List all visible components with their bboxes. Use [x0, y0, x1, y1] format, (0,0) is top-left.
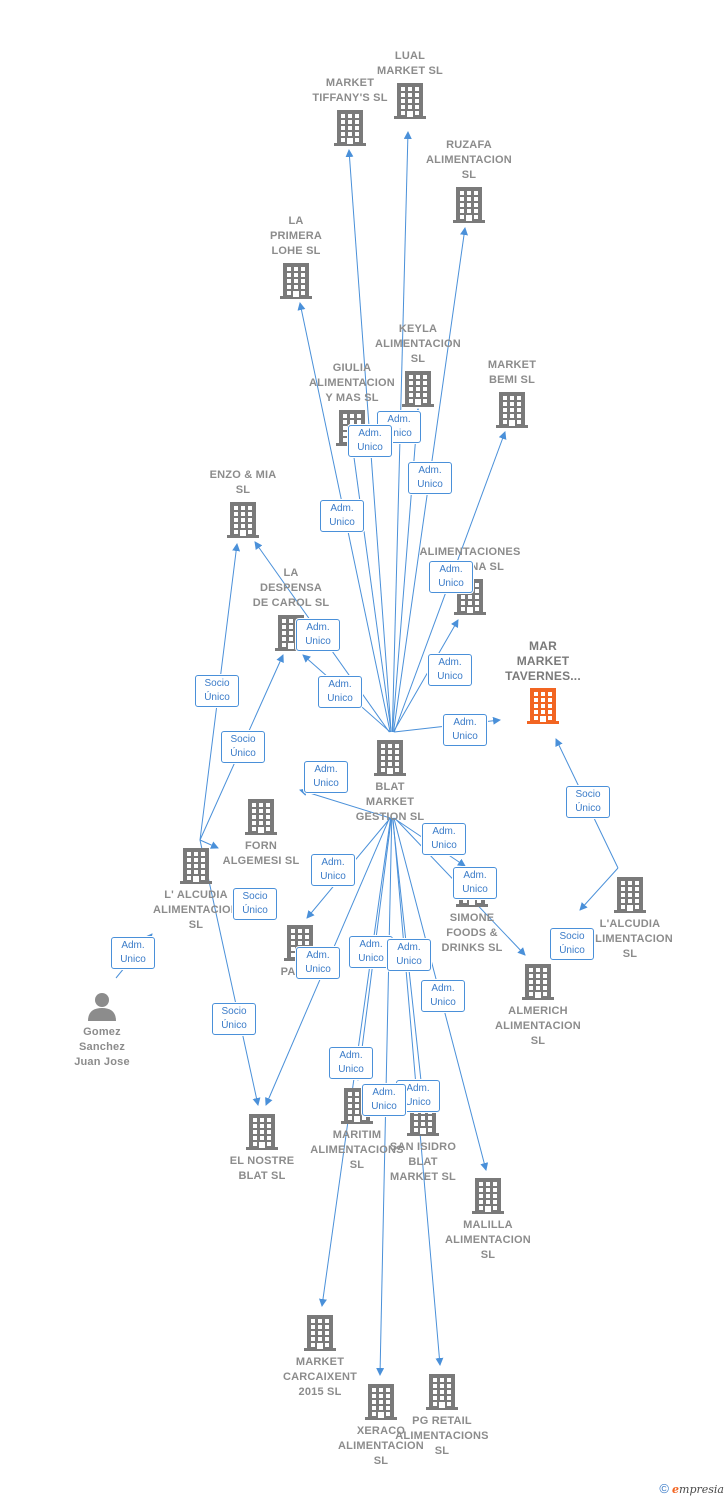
building-icon[interactable]: [180, 848, 212, 889]
node-label: BLAT MARKET GESTION SL: [355, 781, 425, 823]
building-icon[interactable]: [246, 1114, 278, 1155]
relation-badge[interactable]: Adm. Unico: [349, 936, 393, 968]
brand-rest: mpresia: [679, 1483, 724, 1496]
relation-badge[interactable]: Socio Único: [233, 888, 277, 920]
building-icon[interactable]: [374, 740, 406, 781]
relation-badge[interactable]: Socio Único: [566, 786, 610, 818]
relation-badge[interactable]: Adm. Unico: [362, 1084, 406, 1116]
relation-badge[interactable]: Adm. Unico: [320, 500, 364, 532]
node-label: MALILLA ALIMENTACION SL: [445, 1219, 531, 1261]
relation-badge[interactable]: Adm. Unico: [408, 462, 452, 494]
building-icon[interactable]: [365, 1384, 397, 1425]
node-label: SAN ISIDRO BLAT MARKET SL: [389, 1141, 457, 1183]
relation-badge[interactable]: Adm. Unico: [304, 761, 348, 793]
relation-badge[interactable]: Socio Único: [550, 928, 594, 960]
relation-badge[interactable]: Adm. Unico: [296, 947, 340, 979]
building-icon[interactable]: [334, 110, 366, 151]
building-icon[interactable]: [453, 187, 485, 228]
edge-blat-to-alimentaciones: [392, 619, 459, 733]
edge-blat-to-forn: [299, 788, 391, 819]
edge-alcudia1-to-nostre: [199, 839, 261, 1106]
building-icon[interactable]: [426, 1374, 458, 1415]
relation-badge[interactable]: Adm. Unico: [428, 654, 472, 686]
building-icon[interactable]: [496, 392, 528, 433]
relation-badge[interactable]: Adm. Unico: [296, 619, 340, 651]
relation-badge[interactable]: Socio Único: [195, 675, 239, 707]
building-icon[interactable]: [304, 1315, 336, 1356]
node-label: L'ALCUDIA ALIMENTACION SL: [587, 918, 673, 960]
relation-badge[interactable]: Adm. Unico: [329, 1047, 373, 1079]
copyright-symbol: ©: [659, 1481, 669, 1496]
building-icon[interactable]: [472, 1178, 504, 1219]
relation-badge[interactable]: Socio Único: [221, 731, 265, 763]
person-icon[interactable]: [87, 991, 117, 1026]
edge-alcudia1-to-forn: [199, 839, 219, 849]
node-label: Gomez Sanchez Juan Jose: [74, 1026, 130, 1068]
relation-badge[interactable]: Adm. Unico: [422, 823, 466, 855]
relation-badge[interactable]: Adm. Unico: [429, 561, 473, 593]
edge-alcudia2-to-almerich: [579, 867, 619, 911]
node-label: EL NOSTRE BLAT SL: [229, 1155, 295, 1182]
node-label: LA DESPENSA DE CAROL SL: [252, 567, 330, 609]
building-icon[interactable]: [614, 877, 646, 918]
node-label: MARITIM ALIMENTACIONS SL: [310, 1129, 404, 1171]
relation-badge[interactable]: Adm. Unico: [443, 714, 487, 746]
node-label: MAR MARKET TAVERNES...: [505, 639, 581, 683]
node-label: FORN ALGEMESI SL: [222, 840, 300, 867]
node-label: MARKET TIFFANY'S SL: [312, 77, 388, 104]
node-label: ALMERICH ALIMENTACION SL: [495, 1005, 581, 1047]
brand-name: empresia: [672, 1483, 724, 1496]
relation-badge[interactable]: Socio Único: [212, 1003, 256, 1035]
node-label: XERACO ALIMENTACION SL: [338, 1425, 424, 1467]
relation-badge[interactable]: Adm. Unico: [453, 867, 497, 899]
brand-initial: e: [672, 1483, 680, 1496]
relation-badge[interactable]: Adm. Unico: [421, 980, 465, 1012]
node-label: SIMONE FOODS & DRINKS SL: [441, 912, 503, 954]
relation-badge[interactable]: Adm. Unico: [311, 854, 355, 886]
edge-blat-to-giulia: [349, 449, 392, 733]
building-icon[interactable]: [394, 83, 426, 124]
building-icon[interactable]: [527, 688, 559, 729]
building-icon[interactable]: [522, 964, 554, 1005]
footer-brand: © empresia: [659, 1481, 724, 1496]
relation-badge[interactable]: Adm. Unico: [348, 425, 392, 457]
node-label: LA PRIMERA LOHE SL: [269, 215, 323, 257]
node-label: PG RETAIL ALIMENTACIONS SL: [395, 1415, 489, 1457]
building-icon[interactable]: [280, 263, 312, 304]
relation-badge[interactable]: Adm. Unico: [111, 937, 155, 969]
relation-badge[interactable]: Adm. Unico: [387, 939, 431, 971]
node-label: KEYLA ALIMENTACION SL: [375, 323, 461, 365]
node-label: GIULIA ALIMENTACION Y MAS SL: [309, 362, 395, 404]
relation-badge[interactable]: Adm. Unico: [318, 676, 362, 708]
node-label: L' ALCUDIA ALIMENTACION SL: [153, 889, 239, 931]
building-icon[interactable]: [402, 371, 434, 412]
node-label: ENZO & MIA SL: [209, 469, 277, 496]
building-icon[interactable]: [245, 799, 277, 840]
node-label: RUZAFA ALIMENTACION SL: [426, 139, 512, 181]
node-label: MARKET BEMI SL: [487, 359, 537, 386]
node-label: MARKET CARCAIXENT 2015 SL: [282, 1356, 358, 1398]
node-label: LUAL MARKET SL: [377, 50, 443, 77]
building-icon[interactable]: [227, 502, 259, 543]
